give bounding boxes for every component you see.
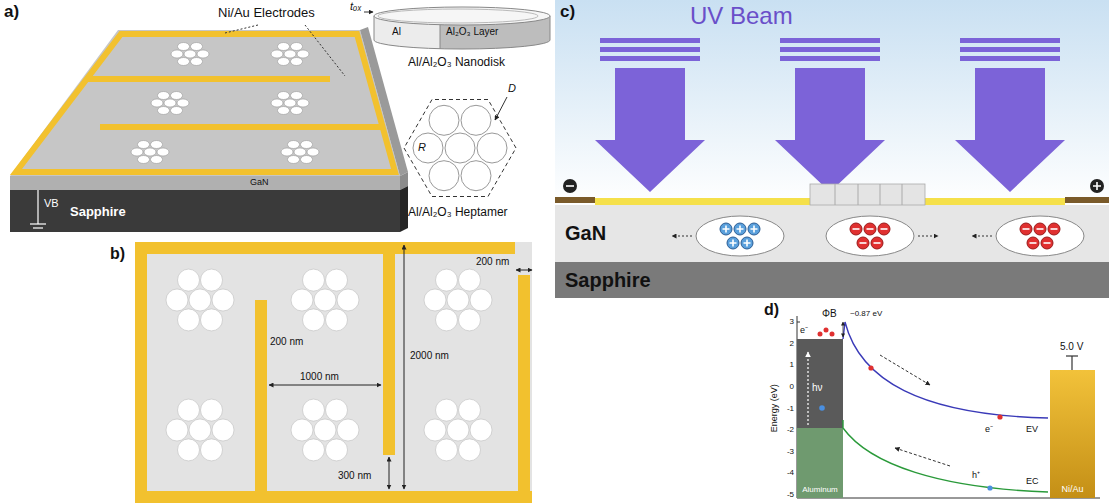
panel-letter: b) [110,245,125,263]
layer-band: GaN [555,205,1109,262]
inset-caption: Al/Al₂O₃ Heptamer [408,206,508,220]
signal-label: VB [44,197,59,210]
dimension-label: 200 nm [270,336,303,348]
axis-tick: -2 [780,425,794,434]
node-label: Sapphire [565,269,651,292]
dimension-label: 200 nm [476,256,509,268]
dimension-label: R [418,141,426,154]
carrier-label: h⁺ [972,470,980,480]
barrier-value: ~0.87 eV [850,309,882,318]
barrier-label: ΦB [822,308,837,320]
layer-band: Sapphire [555,262,1109,298]
band-label: EV [1026,424,1038,434]
layer-label: GaN [250,177,269,187]
axis-tick: 1 [780,360,794,369]
part-label: Al₂O₃ Layer [446,26,498,38]
axis-tick: 2 [780,339,794,348]
dimension-label: 300 nm [338,470,371,482]
axis-tick: -4 [780,468,794,477]
photon-label: hν [812,382,823,394]
part-label: Ni/Au Electrodes [218,6,315,21]
carrier-label: e⁻ [985,424,993,434]
dimension-label: 2000 nm [410,350,449,362]
node-label: Aluminum [802,485,838,494]
layer-label: Sapphire [70,205,126,220]
metal-bar: Ni/Au [1050,370,1095,498]
node-label: GaN [565,222,606,245]
axis-title: Energy (eV) [769,384,779,432]
axis-tick: -1 [780,404,794,413]
band-label: EC [1026,476,1039,486]
metal-bar: Aluminum [797,339,843,498]
panel-letter: d) [764,301,779,319]
panel-letter: c) [560,2,575,22]
axis-tick: 0 [780,382,794,391]
dimension-label: tₒₓ [350,0,362,13]
dimension-label: 1000 nm [300,371,339,383]
carrier-label: e⁻ [800,325,808,335]
axis-tick: -3 [780,447,794,456]
part-label: Al [392,26,401,38]
panel-letter: a) [4,2,19,22]
axis-tick: -5 [780,490,794,499]
inset-caption: Al/Al₂O₃ Nanodisk [408,56,505,70]
node-label: Ni/Au [1061,484,1083,494]
bias-label: 5.0 V [1060,341,1083,353]
dimension-label: D [508,82,516,95]
beam-label: UV Beam [690,2,793,30]
axis-tick: 3 [780,317,794,326]
